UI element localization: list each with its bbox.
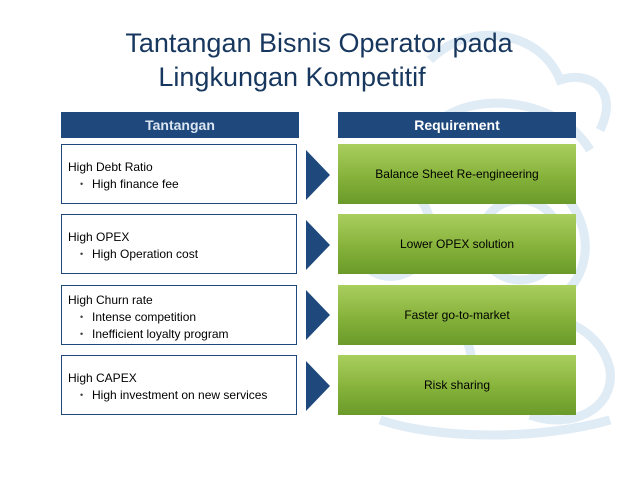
challenge-box: High Debt Ratio High finance fee <box>61 144 297 204</box>
challenge-bullet: Intense competition <box>80 309 290 326</box>
header-requirements: Requirement <box>338 112 576 138</box>
challenge-bullet: High investment on new services <box>80 387 290 404</box>
chevron-right-icon <box>306 150 330 200</box>
slide-title: Tantangan Bisnis Operator pada Lingkunga… <box>0 26 638 94</box>
title-line-2: Lingkungan Kompetitif <box>158 62 426 92</box>
title-line-1: Tantangan Bisnis Operator pada <box>125 28 513 58</box>
chevron-right-icon <box>306 290 330 340</box>
challenge-bullet: High finance fee <box>80 176 290 193</box>
challenge-box: High OPEX High Operation cost <box>61 214 297 274</box>
challenge-bullet: High Operation cost <box>80 246 290 263</box>
chevron-right-icon <box>306 361 330 411</box>
requirement-box: Lower OPEX solution <box>338 214 576 274</box>
challenge-title: High CAPEX <box>68 371 137 385</box>
header-challenges: Tantangan <box>61 112 299 138</box>
challenge-title: High OPEX <box>68 230 130 244</box>
challenge-box: High CAPEX High investment on new servic… <box>61 355 297 415</box>
requirement-box: Faster go-to-market <box>338 285 576 345</box>
requirement-box: Risk sharing <box>338 355 576 415</box>
chevron-right-icon <box>306 220 330 270</box>
challenge-box: High Churn rate Intense competition Inef… <box>61 285 297 345</box>
challenge-title: High Debt Ratio <box>68 160 153 174</box>
challenge-title: High Churn rate <box>68 293 153 307</box>
requirement-box: Balance Sheet Re-engineering <box>338 144 576 204</box>
challenge-bullet: Inefficient loyalty program <box>80 326 290 343</box>
